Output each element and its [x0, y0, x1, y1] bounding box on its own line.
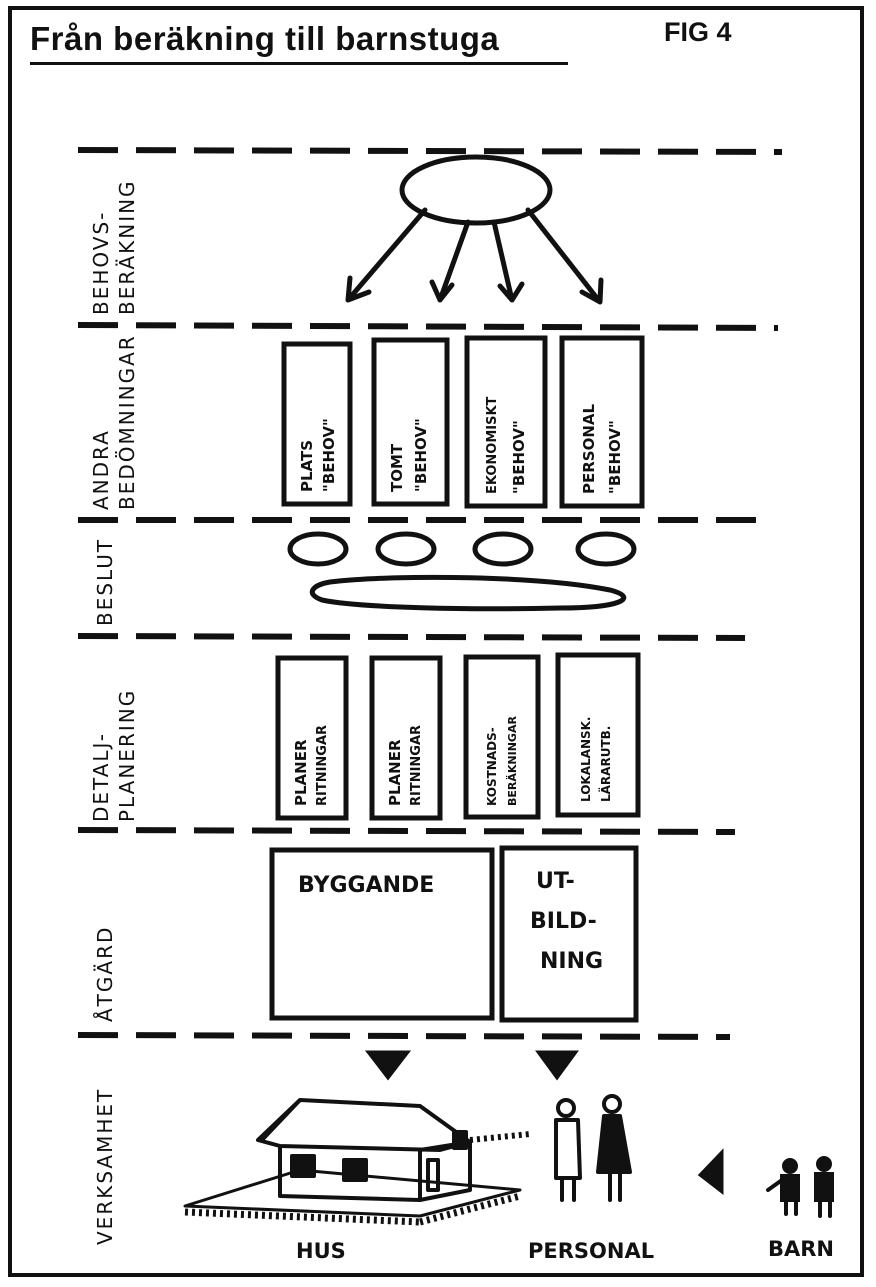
phase-label: ÅTGÄRD	[93, 926, 117, 1022]
separator-line	[78, 636, 745, 638]
down-arrow-icon	[368, 1052, 408, 1078]
phase-label: PLANERING	[115, 689, 139, 822]
separator-line	[78, 150, 782, 152]
building-text: BYGGANDE	[298, 873, 434, 898]
planning-text: PLANER	[386, 739, 404, 806]
assessment-text: TOMT	[388, 443, 406, 492]
training-text: UT-	[536, 869, 575, 894]
planning-box	[372, 658, 440, 818]
arrow	[432, 222, 468, 300]
assessment-box	[284, 344, 350, 504]
down-arrow-icon	[538, 1052, 576, 1078]
staff-figures-icon	[556, 1096, 630, 1200]
planning-text: LÄRARUTB.	[598, 726, 613, 802]
decision-oval	[312, 577, 623, 608]
decision-oval	[378, 534, 434, 564]
arrow	[348, 210, 425, 300]
assessment-text: "BEHOV"	[412, 418, 430, 492]
decision-oval	[290, 534, 346, 564]
planning-box	[558, 655, 638, 815]
assessment-box	[562, 338, 642, 506]
assessment-text: EKONOMISKT	[485, 396, 500, 494]
planning-box	[278, 658, 346, 818]
children-figures-icon	[768, 1158, 832, 1216]
planning-text: PLANER	[292, 739, 310, 806]
decision-oval	[578, 534, 634, 564]
assessment-box	[467, 338, 545, 506]
phase-label: ANDRA	[89, 429, 113, 510]
arrow	[528, 210, 601, 302]
arrow	[494, 222, 522, 300]
assessment-text: PERSONAL	[580, 403, 598, 494]
assessment-text: "BEHOV"	[606, 420, 624, 494]
planning-text: RITNINGAR	[315, 725, 330, 806]
triangle-pointer-icon	[700, 1152, 722, 1192]
phase-label: BEHOVS-	[89, 211, 113, 315]
staff-label: PERSONAL	[528, 1239, 654, 1263]
phase-label: BEDÖMNINGAR	[115, 334, 139, 510]
house-icon	[185, 1100, 530, 1222]
planning-text: BERÄKNINGAR	[505, 716, 519, 806]
separator-line	[78, 830, 735, 832]
house-label: HUS	[296, 1239, 346, 1263]
separator-line	[78, 1035, 730, 1037]
phase-label: DETALJ-	[89, 732, 113, 822]
phase-label: BERÄKNING	[115, 179, 139, 315]
children-label: BARN	[768, 1237, 834, 1261]
training-text: NING	[540, 949, 603, 974]
training-text: BILD-	[530, 909, 597, 934]
phase-label: BESLUT	[93, 538, 117, 626]
assessment-text: PLATS	[298, 440, 316, 492]
planning-text: KOSTNADS-	[485, 727, 499, 806]
separator-line	[78, 325, 778, 328]
decision-oval	[475, 534, 531, 564]
assessment-text: "BEHOV"	[510, 420, 528, 494]
assessment-text: "BEHOV"	[320, 418, 338, 492]
planning-text: RITNINGAR	[409, 725, 424, 806]
phase-label: VERKSAMHET	[93, 1088, 117, 1245]
planning-box	[466, 657, 538, 817]
planning-text: LOKALANSK.	[579, 717, 593, 802]
assessment-box	[374, 340, 447, 504]
